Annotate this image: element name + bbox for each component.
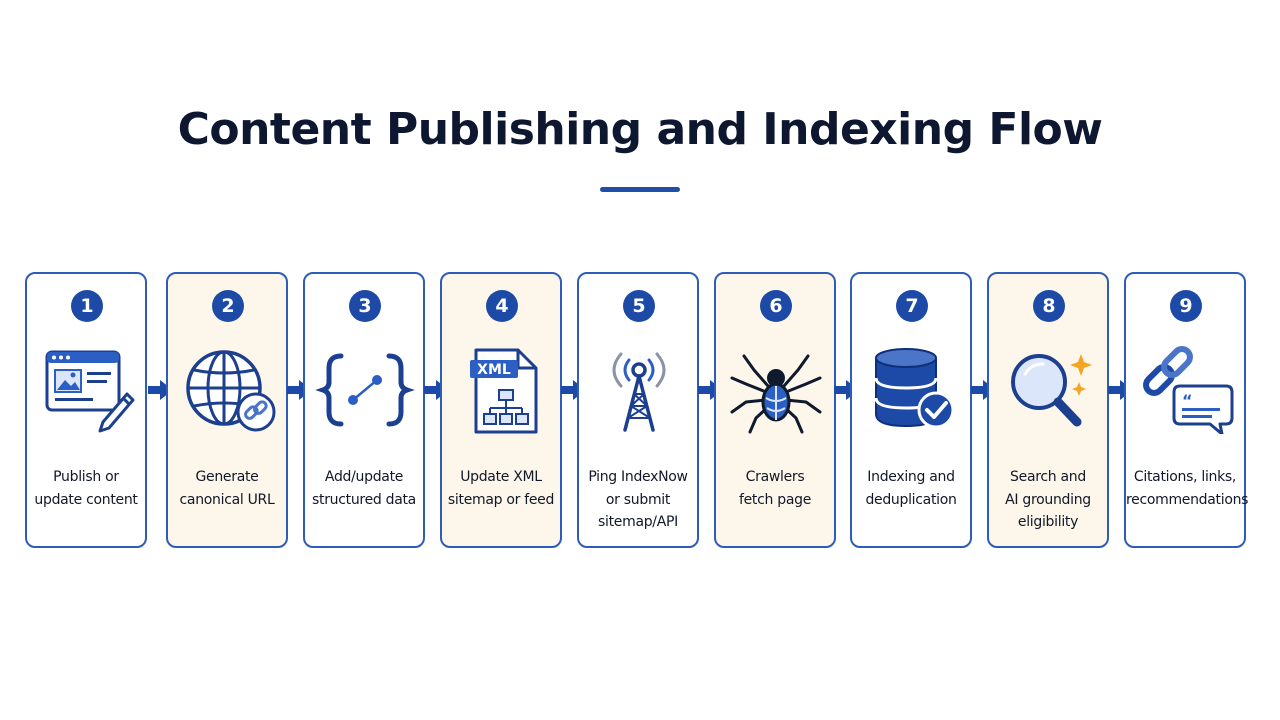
page-title: Content Publishing and Indexing Flow bbox=[177, 104, 1103, 155]
step-card-9: 9 “ Citations, links,recommendations bbox=[1124, 272, 1249, 548]
xml-sitemap-icon: XML bbox=[452, 346, 552, 434]
globe-link-icon bbox=[178, 346, 278, 434]
step-number-badge: 4 bbox=[486, 290, 518, 322]
step-number-badge: 9 bbox=[1170, 290, 1202, 322]
spider-icon bbox=[726, 346, 826, 434]
svg-text:XML: XML bbox=[477, 362, 511, 378]
magnifier-sparkle-icon bbox=[999, 346, 1099, 434]
browser-edit-icon bbox=[37, 346, 137, 434]
step-number-badge: 7 bbox=[896, 290, 928, 322]
svg-text:“: “ bbox=[1182, 391, 1193, 410]
step-number-badge: 1 bbox=[71, 290, 103, 322]
title-underline bbox=[600, 187, 680, 192]
code-braces-icon bbox=[315, 346, 415, 434]
step-number-badge: 2 bbox=[212, 290, 244, 322]
step-label: Citations, links,recommendations bbox=[1126, 469, 1249, 508]
link-chat-icon: “ bbox=[1136, 346, 1236, 434]
broadcast-tower-icon bbox=[589, 346, 689, 434]
step-number-badge: 8 bbox=[1033, 290, 1065, 322]
step-number-badge: 5 bbox=[623, 290, 655, 322]
step-number-badge: 6 bbox=[760, 290, 792, 322]
database-check-icon bbox=[862, 346, 962, 434]
step-number-badge: 3 bbox=[349, 290, 381, 322]
